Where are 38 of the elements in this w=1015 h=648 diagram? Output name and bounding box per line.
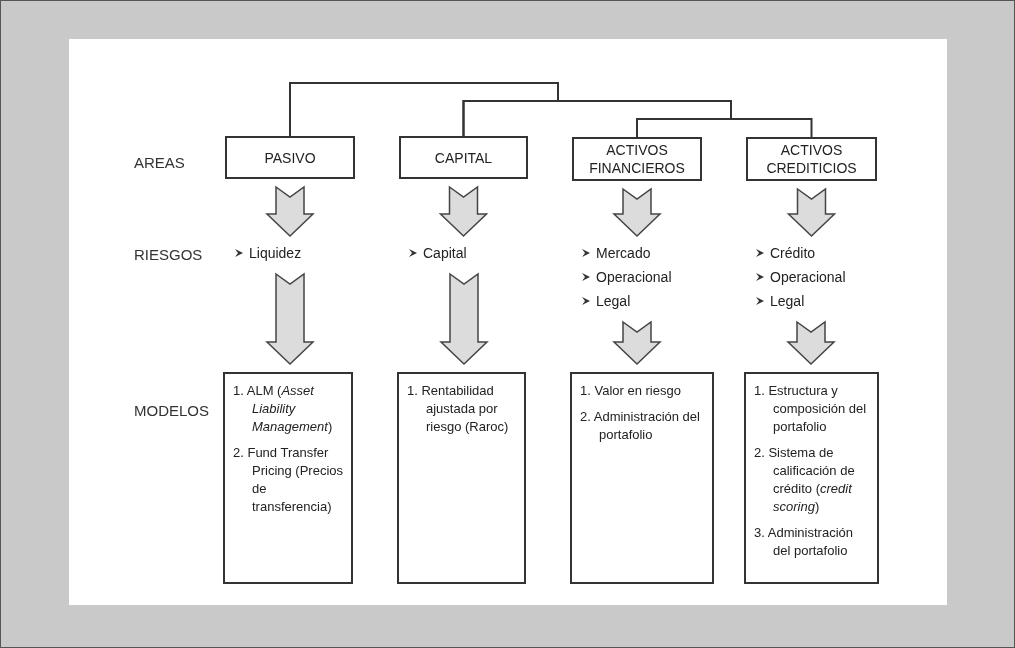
block-arrow: [612, 320, 662, 366]
model-item: 1. Estructura y composición del portafolio: [754, 382, 868, 436]
model-box: [397, 372, 526, 584]
model-item: 1. ALM (Asset Liability Management): [233, 382, 334, 436]
model-item: 2. Sistema de calificación de crédito (credit scoring): [754, 444, 856, 516]
block-arrow: [786, 187, 837, 238]
model-item: 2. Administración del portafolio: [580, 408, 701, 444]
area-box: ACTIVOS FINANCIEROS: [572, 137, 702, 181]
risk-item: Operacional: [596, 268, 672, 286]
block-arrow: [265, 272, 315, 366]
model-item: 1. Valor en riesgo: [580, 382, 682, 400]
row-label: RIESGOS: [134, 245, 203, 265]
model-item: 2. Fund Transfer Pricing (Precios de transferencia): [233, 444, 345, 516]
model-item: 1. Rentabilidad ajustada por riesgo (Raroc): [407, 382, 510, 436]
risk-item: Liquidez: [249, 244, 302, 262]
risk-item: Crédito: [770, 244, 816, 262]
area-box: PASIVO: [225, 136, 355, 179]
bracket-connector: [289, 82, 559, 137]
model-box: [744, 372, 879, 584]
area-box: ACTIVOS CREDITICIOS: [746, 137, 877, 181]
risk-item: Legal: [770, 292, 805, 310]
bracket-connector: [462, 100, 732, 138]
block-arrow: [265, 185, 315, 238]
risk-item: Capital: [423, 244, 467, 262]
block-arrow: [438, 185, 489, 238]
row-label: MODELOS: [134, 401, 209, 421]
model-item: 3. Administración del portafolio: [754, 524, 854, 560]
model-box: [223, 372, 353, 584]
model-box: [570, 372, 714, 584]
block-arrow: [612, 187, 662, 238]
row-label: AREAS: [134, 153, 185, 173]
block-arrow: [439, 272, 489, 366]
block-arrow: [786, 320, 836, 366]
risk-item: Operacional: [770, 268, 846, 286]
risk-item: Mercado: [596, 244, 651, 262]
bracket-connector: [636, 118, 813, 138]
area-box: CAPITAL: [399, 136, 528, 179]
risk-item: Legal: [596, 292, 631, 310]
